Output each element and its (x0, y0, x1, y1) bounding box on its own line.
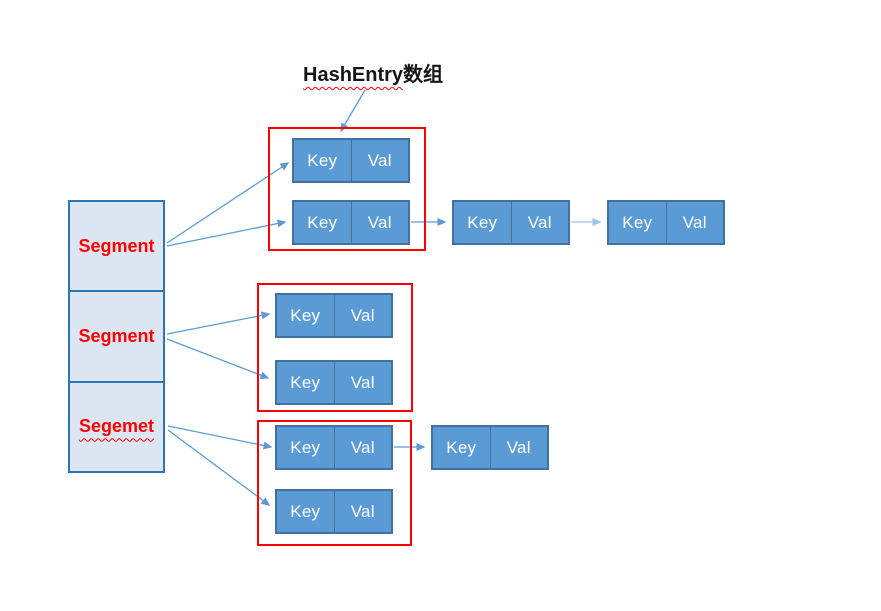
segment-cell-1: Segment (70, 292, 163, 383)
segment-label: Segment (78, 325, 155, 346)
hashentry-group-2 (257, 420, 412, 546)
node-key-cell: Key (277, 295, 335, 336)
hashentry-node: Key Val (275, 293, 393, 338)
hashentry-node: Key Val (452, 200, 570, 245)
hashentry-node: Key Val (292, 200, 410, 245)
segment-cell-2: Segemet (70, 383, 163, 471)
node-key-cell: Key (277, 362, 335, 403)
node-val-cell: Val (350, 305, 375, 325)
hashentry-group-0 (268, 127, 426, 251)
segment-label: Segment (78, 235, 155, 256)
node-key-cell: Key (277, 491, 335, 532)
segment-array: Segment Segment Segemet (68, 200, 165, 473)
node-key-cell: Key (454, 202, 512, 243)
arrow-segment2-to-node8 (167, 429, 271, 506)
node-key-cell: Key (609, 202, 667, 243)
hashentry-group-1 (257, 283, 413, 412)
title-suffix: 数组 (403, 64, 444, 86)
node-val-cell: Val (350, 437, 375, 457)
node-val-cell: Val (350, 501, 375, 521)
segment-cell-0: Segment (70, 202, 163, 293)
arrow-title-to-bucket (340, 89, 366, 133)
node-key-cell: Key (277, 427, 335, 468)
hashentry-node: Key Val (292, 138, 410, 183)
node-val-cell: Val (367, 150, 392, 170)
node-val-cell: Val (527, 212, 552, 232)
node-key-cell: Key (294, 202, 352, 243)
node-val-cell: Val (367, 212, 392, 232)
hashentry-node: Key Val (431, 425, 549, 470)
hashentry-node: Key Val (275, 360, 393, 405)
arrow-segment1-to-node4 (166, 311, 271, 335)
node-val-cell: Val (350, 372, 375, 392)
arrow-segment1-to-node5 (166, 338, 270, 380)
segment-label-misspelled: Segemet (78, 416, 155, 437)
node-key-cell: Key (294, 140, 352, 181)
hashentry-node: Key Val (275, 489, 393, 534)
diagram-title: HashEntry数组 (303, 58, 443, 87)
title-underlined-part: HashEntry (303, 64, 404, 86)
hashentry-node: Key Val (607, 200, 725, 245)
hashentry-node: Key Val (275, 425, 393, 470)
node-val-cell: Val (682, 212, 707, 232)
arrow-segment2-to-node6 (167, 425, 273, 450)
node-val-cell: Val (506, 437, 531, 457)
node-key-cell: Key (433, 427, 491, 468)
